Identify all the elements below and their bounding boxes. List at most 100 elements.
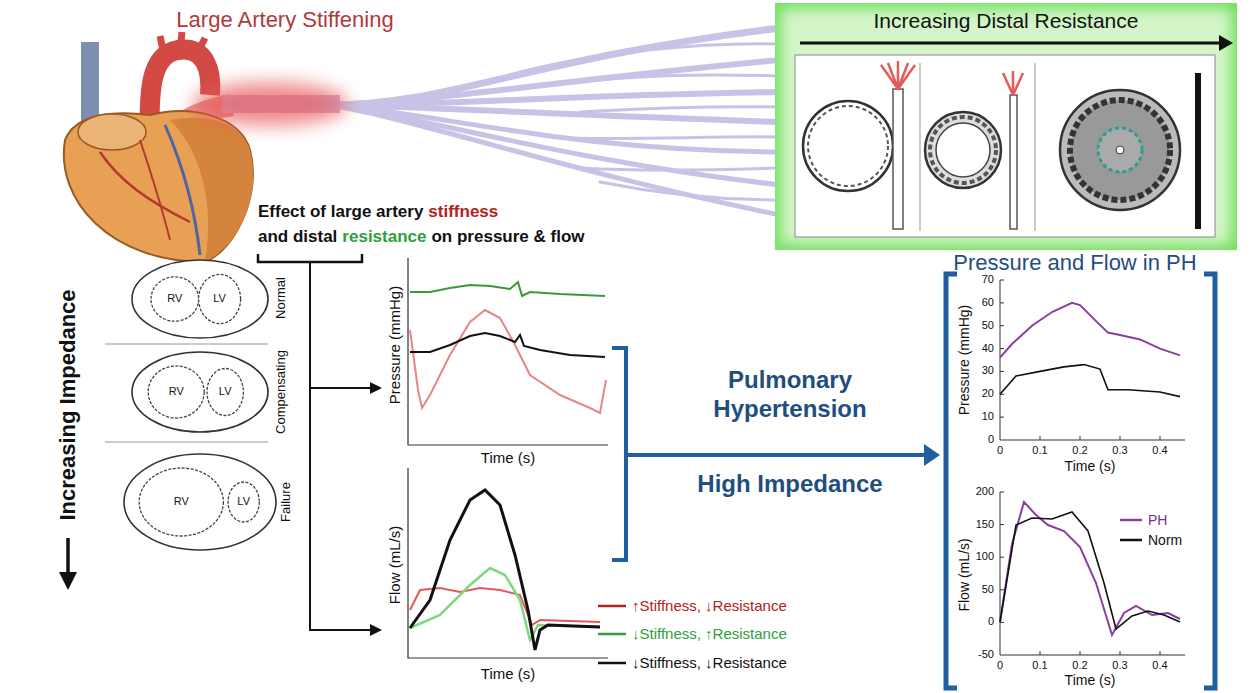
smooth-muscle <box>1070 100 1170 200</box>
label: on pressure & flow <box>431 227 584 247</box>
myocardium <box>124 454 276 550</box>
impedance-arrow <box>626 453 926 457</box>
legend-sample <box>1120 539 1142 542</box>
label: 70 <box>982 273 994 286</box>
label: Time (s) <box>481 449 535 467</box>
label: resistance <box>342 227 426 247</box>
axis-title: Pressure (mmHg) <box>386 286 404 404</box>
bracket <box>946 274 957 688</box>
pressure-curve <box>1000 303 1180 358</box>
label: 100 <box>976 551 994 564</box>
vessel-branch <box>330 92 780 105</box>
leader-line <box>310 262 372 630</box>
label: High Impedance <box>697 470 882 499</box>
axis-title: Pressure (mmHg) <box>956 305 973 415</box>
label: Time (s) <box>481 665 535 683</box>
smooth-muscle <box>930 117 996 183</box>
label: 0 <box>997 659 1003 672</box>
label: 0.2 <box>1072 659 1087 672</box>
heart-cross-section <box>122 452 278 552</box>
vessel-icon <box>893 89 903 229</box>
vessel-branch <box>580 107 780 112</box>
myocardium <box>132 352 268 432</box>
vessel-lumen <box>1116 146 1124 154</box>
arrowhead <box>370 382 382 394</box>
axis-title: Increasing Impedance <box>55 289 81 520</box>
plot-axes <box>1000 280 1185 440</box>
label: -50 <box>978 648 994 661</box>
heart-body <box>64 111 253 262</box>
vessel-branch <box>560 137 780 139</box>
rv-cavity <box>148 366 204 418</box>
arrowhead <box>59 572 77 590</box>
heart-cross-section <box>130 350 270 434</box>
label: 150 <box>976 518 994 531</box>
label: 0 <box>988 616 994 629</box>
vessel-branch <box>330 28 780 105</box>
panel-drawing <box>775 3 1237 250</box>
label: 30 <box>982 365 994 378</box>
label: 0.3 <box>1112 659 1127 672</box>
plot-axes <box>408 468 608 658</box>
vessel-wall <box>803 101 893 191</box>
flow-curve <box>1000 502 1180 635</box>
coronary-vein <box>165 125 200 255</box>
legend-text: Norm <box>1148 532 1182 549</box>
lv-cavity <box>207 368 243 415</box>
lv-cavity <box>199 274 241 323</box>
label: 0 <box>988 433 994 446</box>
coronary-artery <box>100 152 190 222</box>
chamber-label: LV <box>237 495 250 508</box>
stiffening-glow <box>192 82 348 126</box>
vessel-lumen <box>936 123 990 177</box>
label: 0.4 <box>1152 444 1167 457</box>
flow-curve <box>410 490 600 650</box>
axis-ticks <box>1000 492 1160 655</box>
legend-sample <box>1120 519 1142 522</box>
arrow-line <box>800 42 1221 45</box>
vessel-branch <box>600 182 780 200</box>
heart-illustration <box>64 32 253 262</box>
label: 0.4 <box>1152 659 1167 672</box>
vessel-branch <box>560 75 780 84</box>
label: Large Artery Stiffening <box>176 7 393 33</box>
bracket <box>258 254 362 262</box>
atrium <box>78 114 146 150</box>
impedance-arrow <box>66 538 70 574</box>
label: 20 <box>982 388 994 401</box>
label: Time (s) <box>1065 458 1116 475</box>
section-divider <box>105 344 268 442</box>
axis-title: Compensating <box>273 350 289 434</box>
label: 60 <box>982 296 994 309</box>
label: Pulmonary Hypertension <box>675 366 905 424</box>
axis-ticks <box>1000 280 1160 440</box>
label: Time (s) <box>1065 672 1116 689</box>
vessel-branch <box>330 105 780 185</box>
plot-axes <box>1000 492 1185 655</box>
bracket <box>612 348 626 560</box>
label: 10 <box>982 411 994 424</box>
vessel-icon <box>1010 95 1017 229</box>
label: 200 <box>976 485 994 498</box>
flow-curve <box>410 588 600 625</box>
label: 0.1 <box>1032 444 1047 457</box>
flow-curve <box>1000 512 1180 629</box>
heart-shade <box>170 118 253 262</box>
plot-axes <box>408 258 608 445</box>
label: stiffness <box>428 202 498 222</box>
bracket <box>1204 274 1215 688</box>
legend-sample <box>598 633 626 636</box>
heart-section: RVLV <box>130 350 270 434</box>
vessel-wall <box>925 112 1001 188</box>
label: Pressure and Flow in PH <box>953 250 1196 276</box>
legend-text: PH <box>1148 512 1167 529</box>
arrowhead <box>924 444 940 466</box>
axis-title: Flow (mL/s) <box>386 526 404 604</box>
arrowhead <box>370 624 382 636</box>
pressure-curve <box>410 282 605 296</box>
coronary-artery <box>140 140 170 240</box>
label: 50 <box>982 583 994 596</box>
chamber-label: LV <box>213 292 226 305</box>
axis-title: Flow (mL/s) <box>956 538 973 611</box>
